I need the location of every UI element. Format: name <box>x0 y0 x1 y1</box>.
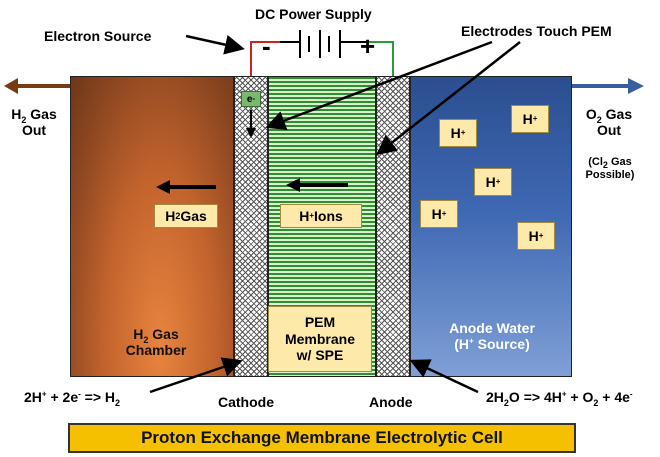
h-plus-box: H+ <box>439 119 477 147</box>
o2-out-arrow <box>572 78 644 94</box>
h-plus-base: H <box>450 125 461 141</box>
o2-out-o: O <box>585 106 597 122</box>
cathode-eq-pointer <box>149 357 243 394</box>
h-plus-base: H <box>431 206 442 222</box>
o2-out-line2: Out <box>596 122 622 139</box>
anode-water-h: (H <box>454 336 470 353</box>
pem-label-line3: w/ SPE <box>296 347 344 364</box>
pem-label-line2: Membrane <box>284 330 356 347</box>
h2-chamber-line2: Chamber <box>125 342 187 359</box>
h-plus-box: H+ <box>511 105 549 133</box>
h2-out-line2: Out <box>21 122 47 139</box>
anode-water-line1: Anode Water <box>449 320 535 336</box>
electrodes-pointer-cathode <box>265 40 493 131</box>
cathode-eq-c: => H <box>80 389 116 405</box>
h-ions-text: Ions <box>314 208 343 224</box>
diagram-title: Proton Exchange Membrane Electrolytic Ce… <box>141 428 503 447</box>
cathode-eq-b-sup: - <box>78 389 81 399</box>
anode-water-source: Source) <box>473 336 530 353</box>
cathode-eq-b: + 2e <box>46 389 79 405</box>
h-plus-box: H+ <box>420 200 458 228</box>
electron-base: e <box>246 93 253 105</box>
anode-water-label: Anode Water (H+ Source) <box>432 320 552 352</box>
anode-eq-d: + 4e <box>598 389 630 405</box>
anode-eq-b: O => 4H <box>508 389 562 405</box>
anode-eq-c-sub: 2 <box>593 397 599 408</box>
h2-chamber-sub: 2 <box>143 334 149 345</box>
h2-chamber-h: H <box>133 326 144 342</box>
cl2-note-sub: 2 <box>602 160 608 171</box>
pem-label-line1: PEM <box>304 313 336 330</box>
cathode-eq-a: 2H <box>24 389 42 405</box>
anode-eq-d-sup: - <box>629 389 633 399</box>
h2-movement-arrow <box>156 180 216 194</box>
cl2-note-prefix: (Cl <box>588 156 603 168</box>
anode-eq-c: + O <box>566 389 594 405</box>
h-ions-h: H <box>299 208 310 224</box>
h2-out-label: H2 Gas Out <box>8 106 60 138</box>
anode-eq-b-sup: + <box>561 389 567 399</box>
pem-label-box: PEM Membrane w/ SPE <box>268 306 372 372</box>
diagram-title-bar: Proton Exchange Membrane Electrolytic Ce… <box>68 423 576 453</box>
anode-equation: 2H2O => 4H+ + O2 + 4e- <box>486 389 633 408</box>
h-plus-base: H <box>522 111 533 127</box>
battery-icon <box>280 30 367 58</box>
h2-out-sub: 2 <box>21 114 27 125</box>
cathode-label: Cathode <box>218 394 274 410</box>
anode-electrode <box>376 76 410 377</box>
h2-gas-h: H <box>165 208 176 224</box>
battery-plus-sign: + <box>360 31 376 61</box>
electron-source-pointer <box>185 34 245 55</box>
cathode-eq-a-sup: + <box>41 389 47 399</box>
h-plus-box: H+ <box>517 222 555 250</box>
h2-chamber-gas: Gas <box>148 326 179 342</box>
h-ions-box: H+ Ions <box>280 204 362 228</box>
negative-wire <box>250 41 280 76</box>
o2-out-sub: 2 <box>596 114 602 125</box>
anode-eq-a-sub: 2 <box>503 397 509 408</box>
h-ion-movement-arrow <box>286 178 348 192</box>
power-supply-label: DC Power Supply <box>255 6 372 22</box>
electrodes-pointer-anode <box>376 41 521 156</box>
cathode-equation: 2H+ + 2e- => H2 <box>24 389 121 408</box>
anode-eq-pointer <box>409 359 479 394</box>
o2-out-label: O2 Gas Out <box>578 106 640 138</box>
battery-minus-sign: - <box>262 31 271 61</box>
anode-label: Anode <box>369 394 413 410</box>
h-plus-base: H <box>528 228 539 244</box>
anode-water-sup: + <box>469 336 474 346</box>
cl2-note-line2: Possible) <box>585 168 635 181</box>
anode-eq-a: 2H <box>486 389 504 405</box>
cathode-eq-c-sub: 2 <box>115 397 121 408</box>
h2-out-gas: Gas <box>26 106 57 122</box>
h-plus-box: H+ <box>474 168 512 196</box>
h2-out-h: H <box>11 106 22 122</box>
electron-badge: e- <box>241 91 261 107</box>
cl2-note-suffix: Gas <box>607 156 632 168</box>
positive-wire <box>367 41 394 76</box>
h-plus-base: H <box>485 174 496 190</box>
electrodes-touch-label: Electrodes Touch PEM <box>461 23 612 39</box>
electron-source-label: Electron Source <box>44 28 152 44</box>
cl2-note: (Cl2 Gas Possible) <box>574 156 646 181</box>
o2-out-gas: Gas <box>601 106 633 122</box>
h2-chamber-label: H2 Gas Chamber <box>108 326 204 358</box>
electron-down-arrow <box>246 110 256 138</box>
h2-out-arrow <box>4 78 70 94</box>
h2-gas-text: Gas <box>180 208 207 224</box>
